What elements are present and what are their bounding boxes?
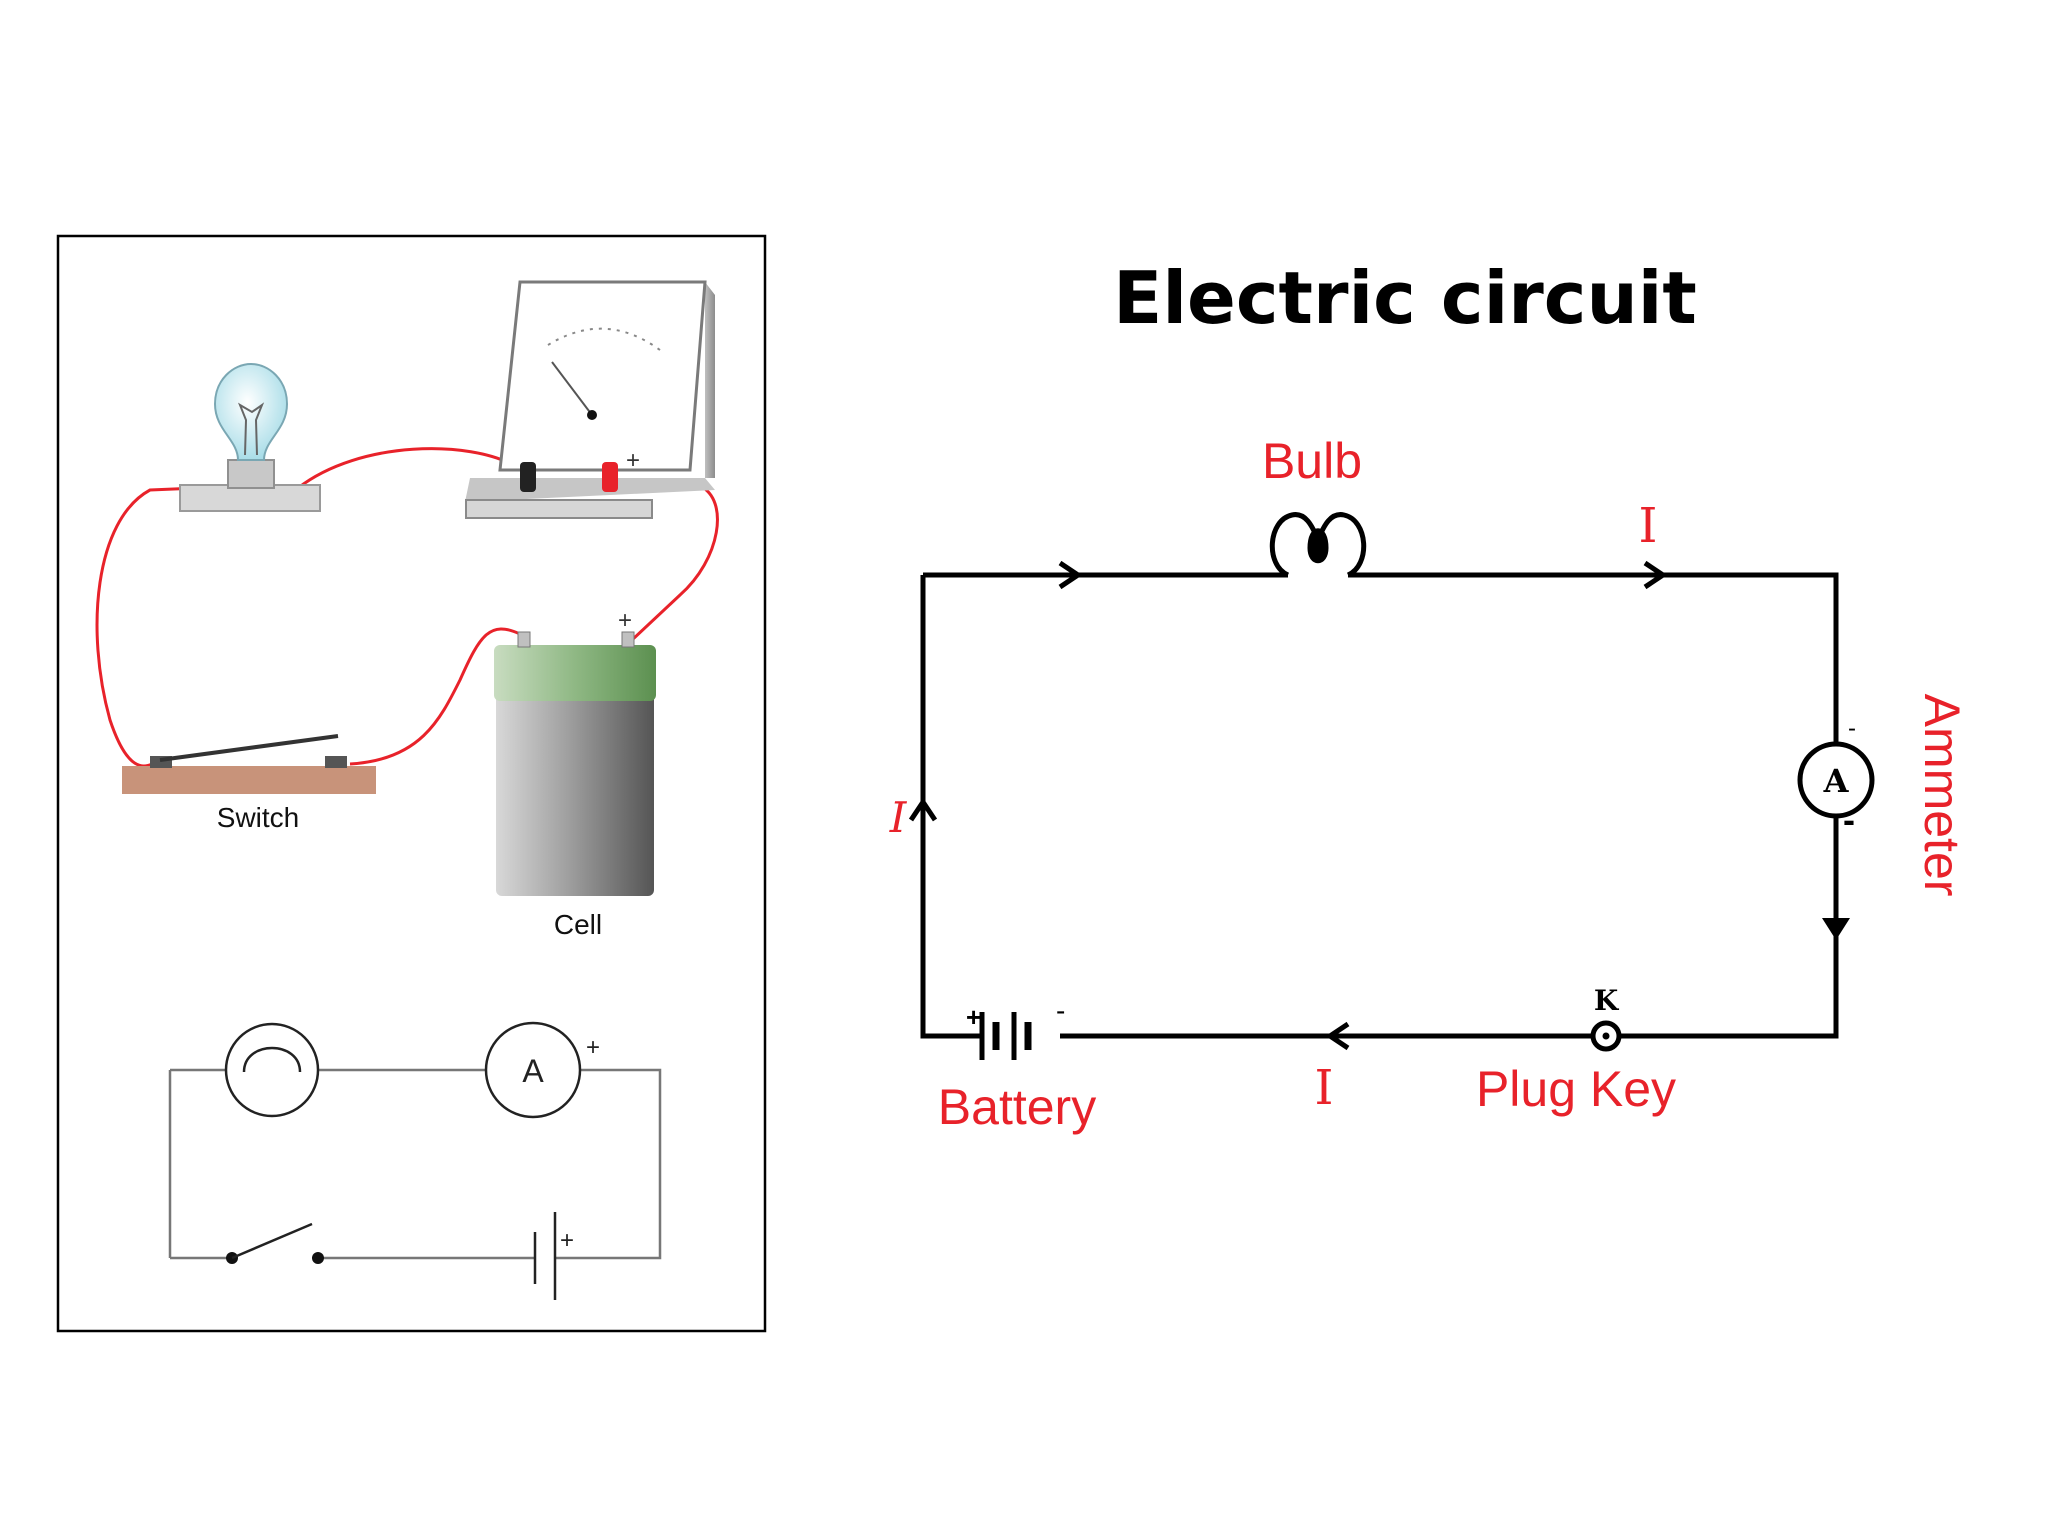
plug-key-label: Plug Key xyxy=(1476,1061,1676,1117)
meter-face xyxy=(498,280,707,472)
arrow-top-right xyxy=(1643,560,1668,590)
bulb-illustration xyxy=(179,362,321,512)
schematic-bulb-symbol xyxy=(224,1022,320,1118)
circuit-wires xyxy=(920,572,1839,1039)
ammeter-plus-sign: - xyxy=(1848,715,1856,742)
meter-needle xyxy=(551,361,593,416)
cell-illustration xyxy=(494,631,656,896)
arrow-right-side xyxy=(1822,918,1850,940)
slide-title: Electric circuit xyxy=(1113,256,1697,340)
plug-key-symbol xyxy=(1590,1020,1622,1052)
schematic-ammeter-plus: + xyxy=(586,1034,600,1061)
meter-side xyxy=(705,282,715,478)
bulb-label: Bulb xyxy=(1262,433,1362,489)
circuit-diagram: A - - K + - Bulb I I I Battery Plug Key … xyxy=(889,433,1970,1135)
cell-top-cap xyxy=(494,645,656,701)
schematic-switch-symbol xyxy=(226,1222,324,1264)
meter-terminal-red xyxy=(602,462,618,492)
ammeter-illustration xyxy=(465,280,715,519)
bulb-holder xyxy=(227,459,275,489)
arrow-bottom xyxy=(1325,1021,1350,1051)
cell-body xyxy=(496,692,654,896)
ammeter-minus-sign: - xyxy=(1843,799,1855,840)
current-label-bottom: I xyxy=(1315,1060,1334,1116)
current-arrows xyxy=(908,560,1668,1051)
switch-lever xyxy=(159,734,339,762)
switch-illustration xyxy=(122,734,376,794)
arrow-left-side xyxy=(908,797,938,822)
meter-pivot xyxy=(587,410,597,420)
wire-bulb-to-switch xyxy=(95,486,199,768)
battery-label: Battery xyxy=(938,1079,1096,1135)
left-panel: + + Cell Switch A + xyxy=(56,234,767,1333)
bulb-filament xyxy=(237,402,265,456)
battery-plus-sign: + xyxy=(966,1002,981,1032)
cell-terminal-positive xyxy=(621,631,635,648)
bulb-symbol xyxy=(1269,512,1367,578)
current-label-left: I xyxy=(889,793,908,842)
cell-terminal-negative xyxy=(517,631,531,648)
schematic-ammeter-symbol xyxy=(484,1021,582,1119)
arrow-top-left xyxy=(1058,560,1083,590)
ammeter-symbol-letter: A xyxy=(1823,762,1850,800)
plug-key-letter: K xyxy=(1594,984,1620,1017)
current-label-top: I xyxy=(1639,498,1658,554)
bulb-base-plate xyxy=(179,484,321,512)
meter-plus-label: + xyxy=(626,447,640,474)
schematic-cell-plus: + xyxy=(560,1227,574,1254)
switch-board xyxy=(122,766,376,794)
small-schematic xyxy=(168,1068,662,1260)
cell-label: Cell xyxy=(554,909,602,940)
ammeter-label: Ammeter xyxy=(1914,694,1970,897)
battery-minus-sign: - xyxy=(1056,995,1065,1026)
cell-plus-label: + xyxy=(618,607,632,634)
wire-switch-to-cell xyxy=(349,627,521,766)
meter-base xyxy=(465,499,653,519)
ammeter-symbol xyxy=(1797,741,1875,819)
battery-symbol xyxy=(979,1012,1032,1060)
schematic-wire-top xyxy=(168,1068,662,1260)
schematic-ammeter-letter: A xyxy=(522,1053,544,1089)
meter-terminal-black xyxy=(520,462,536,492)
switch-contact xyxy=(325,756,347,768)
schematic-cell-symbol xyxy=(533,1212,557,1300)
switch-label: Switch xyxy=(217,802,299,833)
